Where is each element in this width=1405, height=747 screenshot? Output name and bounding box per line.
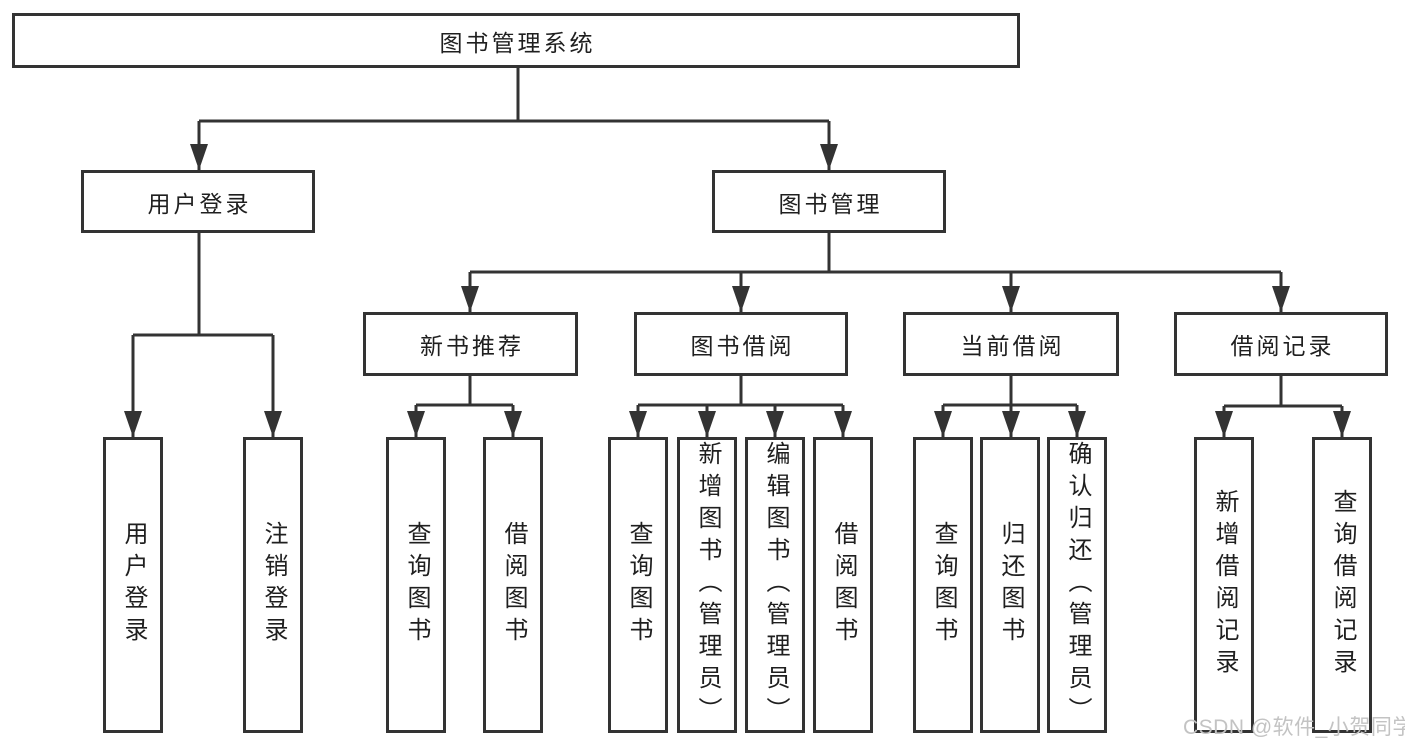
leaf-edit-books-admin: 编辑图书（管理员）: [745, 437, 805, 733]
leaf-query-books: 查询图书: [608, 437, 668, 733]
leaf-logout: 注销登录: [243, 437, 303, 733]
leaf-confirm-return-admin: 确认归还（管理员）: [1047, 437, 1107, 733]
node-borrowing-records: 借阅记录: [1174, 312, 1388, 376]
node-book-management: 图书管理: [712, 170, 946, 233]
leaf-user-login: 用户登录: [103, 437, 163, 733]
csdn-watermark: CSDN @软件_小贺同学: [1183, 716, 1405, 739]
leaf-return-books: 归还图书: [980, 437, 1040, 733]
leaf-query-borrow-record: 查询借阅记录: [1312, 437, 1372, 733]
node-new-book-recommend: 新书推荐: [363, 312, 578, 376]
leaf-borrow-books: 借阅图书: [813, 437, 873, 733]
node-book-borrowing: 图书借阅: [634, 312, 848, 376]
node-library-system: 图书管理系统: [12, 13, 1020, 68]
leaf-borrow-books: 借阅图书: [483, 437, 543, 733]
leaf-query-books: 查询图书: [386, 437, 446, 733]
leaf-query-books: 查询图书: [913, 437, 973, 733]
leaf-add-borrow-record: 新增借阅记录: [1194, 437, 1254, 733]
node-user-login: 用户登录: [81, 170, 315, 233]
node-current-borrowing: 当前借阅: [903, 312, 1119, 376]
leaf-add-books-admin: 新增图书（管理员）: [677, 437, 737, 733]
